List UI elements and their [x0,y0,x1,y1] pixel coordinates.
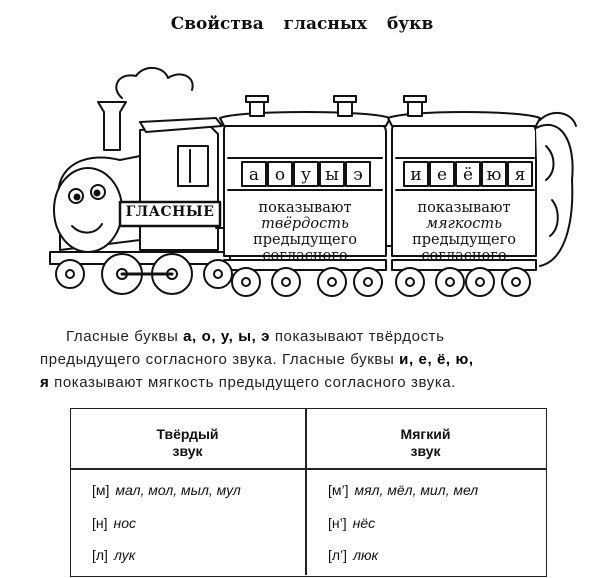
engine-cab [139,125,219,251]
hard-sound: [л] [92,547,108,563]
para-text: предыдущего согласного звука. Гласные бу… [40,351,400,368]
hard-sound: [м] [92,482,110,498]
car2-line4: согласного [421,248,507,264]
header-hard-line2: звук [172,443,203,459]
header-soft-line1: Мягкий [400,426,451,442]
table-header-hard: Твёрдый звук [70,408,305,468]
para-hard-vowels: а, о, у, ы, э [183,328,271,345]
car2-letter-boxes [403,161,533,187]
hard-sound: [н] [92,515,108,531]
car1-caption: показывают твёрдость предыдущего согласн… [224,200,386,264]
car2-letter-ya: я [515,165,526,185]
car1-line1: показывают [258,200,352,216]
hard-words: лук [113,547,136,563]
soft-sound: [л’] [328,547,348,563]
table-row-hard: [н] нос [92,515,136,531]
soft-sound: [м’] [328,482,349,498]
sack [535,123,574,267]
car1-letter-y: ы [325,165,339,185]
para-text: Гласные буквы [66,328,184,345]
sounds-table [70,408,547,577]
car2-line3: предыдущего [412,232,516,248]
wheels [55,253,531,297]
car2-line1: показывают [417,200,511,216]
engine-label: ГЛАСНЫЕ [125,204,215,220]
table-divider [305,408,307,575]
hard-words: мал, мол, мыл, мул [115,482,241,498]
car1-line4: согласного [262,248,348,264]
table-header-divider [70,468,546,470]
car1-line3: предыдущего [253,232,357,248]
table-header-soft: Мягкий звук [306,408,545,468]
train-illustration: а о у ы э и е ё ю я [49,67,577,297]
table-row-soft: [л’] люк [328,547,378,563]
car2-letter-yo: ё [463,165,473,185]
header-soft-line2: звук [410,443,441,459]
car2-caption: показывают мягкость предыдущего согласно… [392,200,536,264]
para-soft-vowels: и, е, ё, ю, [399,351,474,368]
car1-letter-o: о [275,165,285,185]
car2-letter-i: и [410,165,421,185]
soft-sound: [н’] [328,515,347,531]
table-row-hard: [м] мал, мол, мыл, мул [92,482,241,498]
soft-words: нёс [352,515,376,531]
car1-line2: твёрдость [261,216,349,232]
rule-paragraph: Гласные буквы а, о, у, ы, э показывают т… [40,325,580,394]
hard-words: нос [113,515,137,531]
para-text: показывают твёрдость [270,328,445,345]
engine-label-plate [118,200,222,228]
car1-letter-e: э [353,165,363,185]
car1-letter-a: а [249,165,259,185]
car2-line2: мягкость [425,216,503,232]
engine-face [53,167,123,253]
car2-letter-yu: ю [487,165,502,185]
para-soft-vowel-ya: я [40,374,50,391]
smoke-puff [115,67,194,99]
soft-words: мял, мёл, мил, мел [354,482,479,498]
header-hard-line1: Твёрдый [156,426,219,442]
page-title: Свойства гласных букв [170,14,434,34]
table-row-soft: [м’] мял, мёл, мил, мел [328,482,478,498]
chimney [97,101,127,151]
para-text: показывают мягкость предыдущего согласно… [49,374,457,391]
table-row-hard: [л] лук [92,547,135,563]
car1-letter-boxes [241,161,371,187]
car2-letter-ye: е [437,165,447,185]
car1-letter-u: у [301,165,311,185]
soft-words: люк [353,547,379,563]
table-row-soft: [н’] нёс [328,515,375,531]
